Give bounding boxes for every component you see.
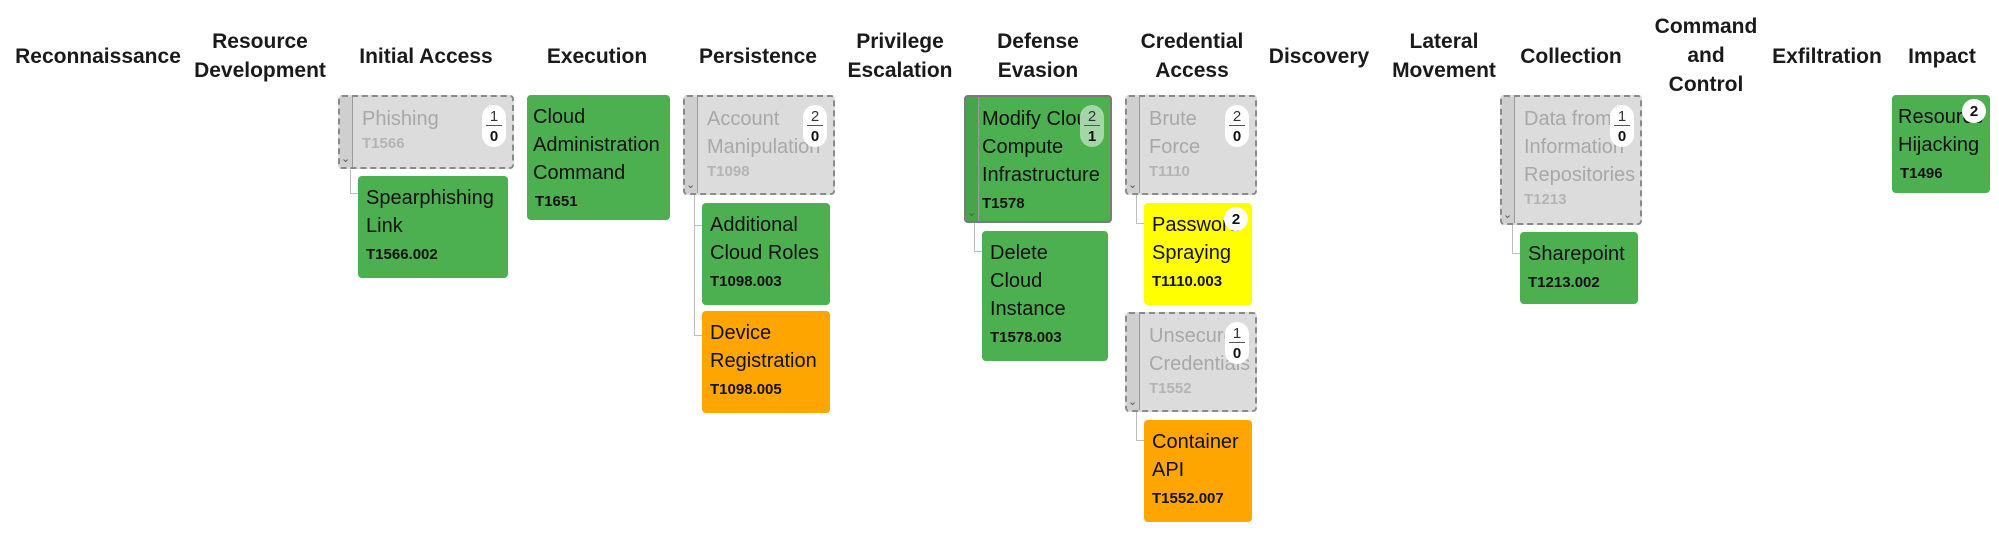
technique-id: T1496: [1900, 165, 1943, 182]
chevron-down-icon: ⌄: [686, 179, 696, 191]
technique-device-registration[interactable]: Device Registration T1098.005: [702, 311, 830, 413]
technique-name: Device Registration: [710, 322, 817, 372]
chevron-down-icon: ⌄: [1128, 179, 1138, 191]
connector-line: [1136, 195, 1145, 224]
chevron-down-icon: ⌄: [341, 153, 351, 165]
technique-id: T1566.002: [366, 246, 438, 263]
technique-name: Modify Cloud Compute Infrastructure: [982, 108, 1100, 186]
connector-line: [1136, 412, 1145, 441]
tactic-reconnaissance: Reconnaissance: [15, 44, 181, 68]
technique-name: Cloud Administration Command: [533, 106, 660, 184]
technique-delete-cloud-instance[interactable]: Delete Cloud Instance T1578.003: [982, 231, 1108, 361]
connector-line: [974, 223, 983, 252]
technique-name: Container API: [1152, 431, 1239, 481]
technique-id: T1566: [362, 135, 405, 152]
technique-data-from-information-repositories[interactable]: ⌄ Data from Information Repositories T12…: [1500, 95, 1642, 225]
technique-name: Sharepoint: [1528, 243, 1625, 265]
collapse-handle[interactable]: [1127, 314, 1140, 410]
technique-name: Brute Force: [1149, 108, 1201, 158]
technique-container-api[interactable]: Container API T1552.007: [1144, 420, 1252, 522]
tactic-execution: Execution: [546, 44, 648, 68]
technique-modify-cloud-compute-infrastructure[interactable]: ⌄ Modify Cloud Compute Infrastructure T1…: [964, 95, 1112, 223]
tactic-impact: Impact: [1908, 44, 1976, 68]
collapse-handle[interactable]: [685, 97, 698, 193]
technique-sharepoint[interactable]: Sharepoint T1213.002: [1520, 232, 1638, 304]
technique-name: Unsecured Credentials: [1149, 325, 1251, 375]
technique-id: T1578: [982, 195, 1025, 212]
count-badge: 2: [1962, 99, 1986, 123]
tactic-lateral-movement: Lateral Movement: [1392, 30, 1496, 82]
tactic-resource-development: Resource Development: [194, 30, 326, 82]
technique-additional-cloud-roles[interactable]: Additional Cloud Roles T1098.003: [702, 203, 830, 305]
technique-id: T1213.002: [1528, 274, 1600, 291]
technique-id: T1651: [535, 193, 578, 210]
collapse-handle[interactable]: [1502, 97, 1515, 223]
collapse-handle[interactable]: [966, 97, 979, 221]
tactic-defense-evasion: Defense Evasion: [997, 30, 1079, 82]
technique-id: T1552: [1149, 380, 1192, 397]
chevron-down-icon: ⌄: [967, 207, 977, 219]
technique-id: T1213: [1524, 191, 1567, 208]
connector-line: [1512, 225, 1521, 254]
technique-id: T1578.003: [990, 329, 1062, 346]
technique-name: Password Spraying: [1152, 214, 1240, 264]
technique-id: T1098.003: [710, 273, 782, 290]
collapse-handle[interactable]: [1127, 97, 1140, 193]
tactic-initial-access: Initial Access: [359, 44, 493, 68]
tactic-persistence: Persistence: [699, 44, 817, 68]
connector-line: [350, 169, 359, 194]
technique-name: Data from Information Repositories: [1524, 108, 1636, 186]
tactic-credential-access: Credential Access: [1140, 30, 1244, 82]
chevron-down-icon: ⌄: [1503, 209, 1513, 221]
tactic-exfiltration: Exfiltration: [1772, 44, 1882, 68]
count-badge: 2: [1224, 207, 1248, 231]
connector-line: [694, 225, 703, 336]
chevron-down-icon: ⌄: [1128, 396, 1138, 408]
technique-id: T1098.005: [710, 381, 782, 398]
technique-name: Account Manipulation: [707, 108, 821, 158]
technique-id: T1110: [1149, 163, 1190, 180]
tactic-collection: Collection: [1520, 44, 1622, 68]
technique-resource-hijacking[interactable]: Resource Hijacking T1496 2: [1892, 95, 1990, 193]
collapse-handle[interactable]: [340, 97, 353, 167]
technique-id: T1098: [707, 163, 750, 180]
tactic-command-and-control: Command and Control: [1654, 14, 1758, 96]
technique-id: T1110.003: [1152, 273, 1223, 290]
technique-password-spraying[interactable]: Password Spraying T1110.003 2: [1144, 203, 1252, 305]
technique-name: Phishing: [362, 108, 439, 130]
technique-name: Additional Cloud Roles: [710, 214, 819, 264]
tactic-privilege-escalation: Privilege Escalation: [847, 30, 953, 82]
technique-cloud-administration-command[interactable]: Cloud Administration Command T1651: [527, 95, 670, 220]
connector-line: [694, 195, 703, 226]
technique-spearphishing-link[interactable]: Spearphishing Link T1566.002: [358, 176, 508, 278]
technique-id: T1552.007: [1152, 490, 1224, 507]
technique-name: Spearphishing Link: [366, 187, 494, 237]
tactic-discovery: Discovery: [1268, 44, 1370, 68]
technique-name: Delete Cloud Instance: [990, 242, 1066, 320]
